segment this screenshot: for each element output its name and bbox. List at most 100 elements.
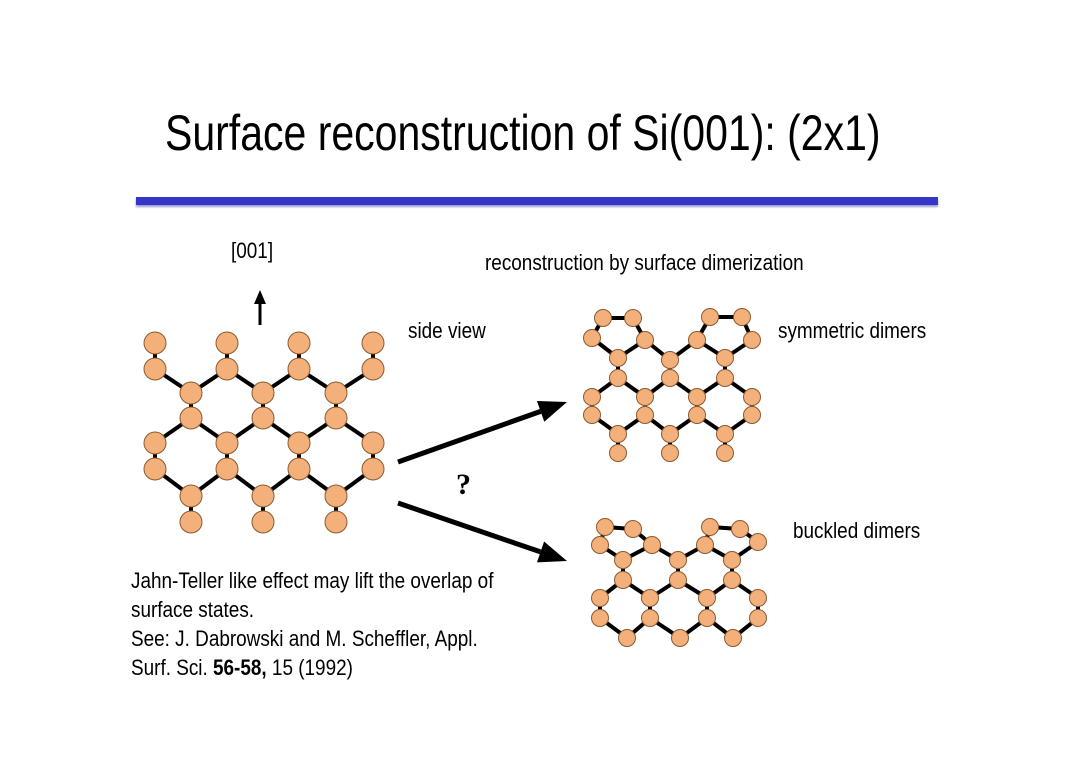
buckled-atom xyxy=(641,589,659,607)
bulk-atom xyxy=(215,357,239,381)
symmetric-atom xyxy=(688,331,706,349)
up-arrow-head xyxy=(254,290,266,304)
buckled-atom xyxy=(669,551,687,569)
bulk-atom xyxy=(179,510,203,534)
bulk-atom xyxy=(324,484,348,508)
symmetric-atom xyxy=(583,329,601,347)
symmetric-atom xyxy=(743,388,761,406)
bulk-atom xyxy=(215,431,239,455)
buckled-atom xyxy=(724,629,742,647)
buckled-atom xyxy=(591,536,609,554)
buckled-atom xyxy=(749,609,767,627)
bulk-atom xyxy=(215,331,239,355)
buckled-atom xyxy=(591,609,609,627)
symmetric-dimers-label: symmetric dimers xyxy=(778,318,927,343)
bulk-atom xyxy=(179,381,203,405)
symmetric-atom xyxy=(716,425,734,443)
side-view-label: side view xyxy=(408,318,486,343)
bulk-atom xyxy=(251,510,275,534)
bulk-atom xyxy=(143,457,167,481)
bulk-atom xyxy=(287,357,311,381)
buckled-atom xyxy=(614,571,632,589)
buckled-atom xyxy=(596,518,614,536)
symmetric-atom xyxy=(733,308,751,326)
question-mark: ? xyxy=(456,468,471,501)
symmetric-atom xyxy=(636,406,654,424)
note-text: 15 (1992) xyxy=(266,655,353,680)
buckled-atom xyxy=(671,629,689,647)
symmetric-atom xyxy=(716,349,734,367)
bulk-atom xyxy=(324,381,348,405)
bulk-atom xyxy=(251,406,275,430)
buckled-atom xyxy=(698,589,716,607)
bulk-atom xyxy=(143,331,167,355)
arrow-to-symmetric xyxy=(397,409,542,465)
reference-note: Jahn-Teller like effect may lift the ove… xyxy=(131,566,493,682)
bulk-atom xyxy=(143,357,167,381)
note-text: Surf. Sci. xyxy=(131,655,214,680)
buckled-atom xyxy=(723,571,741,589)
note-line: See: J. Dabrowski and M. Scheffler, Appl… xyxy=(131,626,478,651)
bulk-atom xyxy=(179,406,203,430)
bulk-atom xyxy=(361,431,385,455)
bulk-atom xyxy=(287,457,311,481)
symmetric-atom xyxy=(716,369,734,387)
buckled-atom xyxy=(723,551,741,569)
symmetric-atom xyxy=(609,369,627,387)
slide-title: Surface reconstruction of Si(001): (2x1) xyxy=(165,105,881,161)
symmetric-atom xyxy=(624,309,642,327)
buckled-atom xyxy=(701,518,719,536)
buckled-atom xyxy=(749,589,767,607)
bulk-atom xyxy=(361,331,385,355)
buckled-atom xyxy=(696,536,714,554)
symmetric-atom xyxy=(609,425,627,443)
bulk-atom xyxy=(251,484,275,508)
buckled-atom xyxy=(669,571,687,589)
symmetric-atom xyxy=(583,388,601,406)
buckled-dimers-label: buckled dimers xyxy=(793,518,921,543)
symmetric-atom xyxy=(688,388,706,406)
symmetric-atom xyxy=(743,331,761,349)
arrow-to-symmetric-head xyxy=(536,401,567,422)
buckled-atom xyxy=(591,589,609,607)
symmetric-atom xyxy=(609,444,627,462)
symmetric-atom xyxy=(594,309,612,327)
buckled-atom xyxy=(624,520,642,538)
bulk-atom xyxy=(251,381,275,405)
bulk-atom xyxy=(143,431,167,455)
bulk-atom xyxy=(324,510,348,534)
buckled-atom xyxy=(614,551,632,569)
bulk-atom xyxy=(361,357,385,381)
arrow-to-buckled xyxy=(397,500,542,555)
symmetric-atom xyxy=(661,351,679,369)
symmetric-atom xyxy=(661,425,679,443)
symmetric-atom xyxy=(583,406,601,424)
symmetric-atom xyxy=(701,308,719,326)
symmetric-atom xyxy=(636,331,654,349)
symmetric-atom xyxy=(609,349,627,367)
buckled-atom xyxy=(731,520,749,538)
bulk-atom xyxy=(324,406,348,430)
symmetric-atom xyxy=(661,444,679,462)
arrow-to-buckled-head xyxy=(536,541,567,563)
bulk-atom xyxy=(287,431,311,455)
buckled-atom xyxy=(698,609,716,627)
title-divider xyxy=(136,197,938,205)
note-volume: 56-58, xyxy=(213,655,267,680)
symmetric-atom xyxy=(661,369,679,387)
note-line: Jahn-Teller like effect may lift the ove… xyxy=(131,568,494,593)
symmetric-atom xyxy=(716,444,734,462)
buckled-atom xyxy=(749,533,767,551)
note-line: surface states. xyxy=(131,597,255,622)
symmetric-atom xyxy=(743,406,761,424)
direction-label: [001] xyxy=(231,238,274,263)
symmetric-atom xyxy=(688,406,706,424)
symmetric-atom xyxy=(636,388,654,406)
bulk-atom xyxy=(215,457,239,481)
bulk-atom xyxy=(361,457,385,481)
note-line: Surf. Sci. 56-58, 15 (1992) xyxy=(131,653,493,682)
bulk-atom xyxy=(179,484,203,508)
reconstruction-label: reconstruction by surface dimerization xyxy=(485,250,804,275)
